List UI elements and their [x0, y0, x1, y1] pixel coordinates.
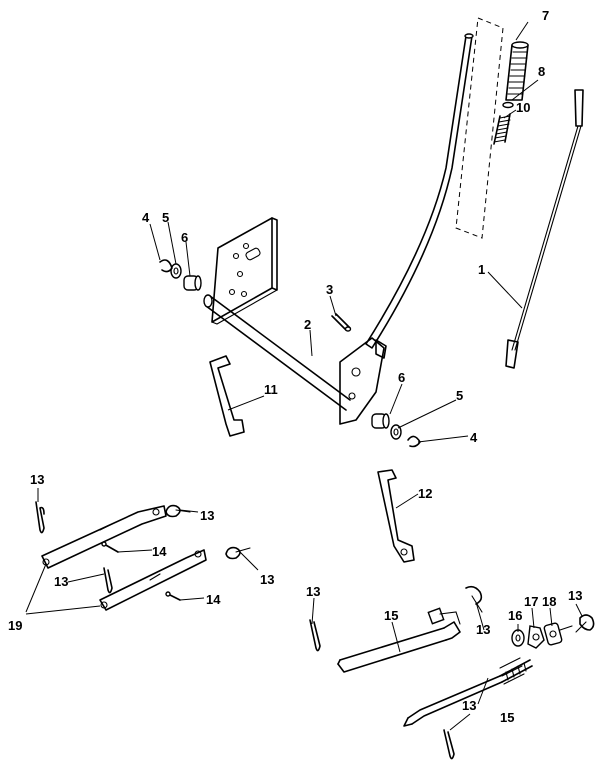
callout-1: 1: [478, 262, 485, 277]
callout-5-left: 5: [162, 210, 169, 225]
callout-6-left: 6: [181, 230, 188, 245]
clip-4-left: [159, 259, 173, 273]
hairpin-13-e: [309, 619, 321, 652]
callout-16: 16: [508, 608, 522, 623]
adjusting-rod-15-lower: [403, 657, 533, 727]
mounting-plate: [211, 217, 278, 325]
callout-2: 2: [304, 317, 311, 332]
handle-grip-spring: [505, 41, 529, 101]
callout-13-g: 13: [568, 588, 582, 603]
callout-4-left: 4: [142, 210, 150, 225]
callout-labels: 1 2 3 4 4 5 5 6 6 7 8 10 11 12 13 13 13 …: [8, 8, 582, 725]
hairpin-13-f: [465, 585, 483, 613]
bushing-6-right: [371, 413, 390, 429]
callout-6-right: 6: [398, 370, 405, 385]
lift-arm-upper: [41, 505, 167, 569]
callout-15-lower: 15: [500, 710, 514, 725]
callout-13-h: 13: [462, 698, 476, 713]
washer-5-left: [170, 263, 182, 279]
cross-shaft: [203, 294, 351, 411]
nut-17: [527, 625, 545, 649]
hairpin-13-h: [443, 729, 455, 760]
callout-13-c: 13: [54, 574, 68, 589]
callout-14-upper: 14: [152, 544, 167, 559]
washer-8: [502, 101, 514, 109]
hairpin-13-d: [225, 546, 251, 560]
compression-spring-10: [493, 113, 511, 145]
callout-5-right: 5: [456, 388, 463, 403]
clevis-pin-14-lower: [165, 591, 181, 601]
lift-lever: [339, 33, 474, 425]
bushing-6-left: [183, 275, 202, 291]
callout-12: 12: [418, 486, 432, 501]
callout-11: 11: [264, 382, 278, 397]
lift-link-12: [377, 469, 415, 563]
callout-7: 7: [542, 8, 549, 23]
callout-10: 10: [516, 100, 530, 115]
handle-grip-outline: [455, 17, 504, 239]
callout-17: 17: [524, 594, 538, 609]
washer-5-right: [390, 424, 402, 440]
lift-arm-lower: [99, 549, 207, 611]
callout-4-right: 4: [470, 430, 478, 445]
adjusting-rod-15-upper: [337, 607, 461, 673]
callout-19: 19: [8, 618, 22, 633]
trunnion-18: [543, 622, 573, 646]
callout-3: 3: [326, 282, 333, 297]
callout-13-f: 13: [476, 622, 490, 637]
hairpin-13-a: [35, 501, 45, 534]
callout-13-e: 13: [306, 584, 320, 599]
lift-link-11: [209, 355, 245, 437]
callout-15-upper: 15: [384, 608, 398, 623]
washer-16: [511, 629, 525, 647]
callout-14-lower: 14: [206, 592, 221, 607]
callout-13-a: 13: [30, 472, 44, 487]
roll-pin-3: [331, 313, 352, 332]
callout-18: 18: [542, 594, 556, 609]
leader-lines: [25, 21, 583, 731]
clevis-pin-14-upper: [101, 541, 119, 553]
hairpin-13-c: [103, 567, 113, 594]
callout-13-d: 13: [260, 572, 274, 587]
control-cable: [505, 89, 584, 369]
callout-13-b: 13: [200, 508, 214, 523]
hairpin-13-g: [575, 614, 595, 633]
clip-4-right: [407, 435, 421, 448]
callout-8: 8: [538, 64, 545, 79]
